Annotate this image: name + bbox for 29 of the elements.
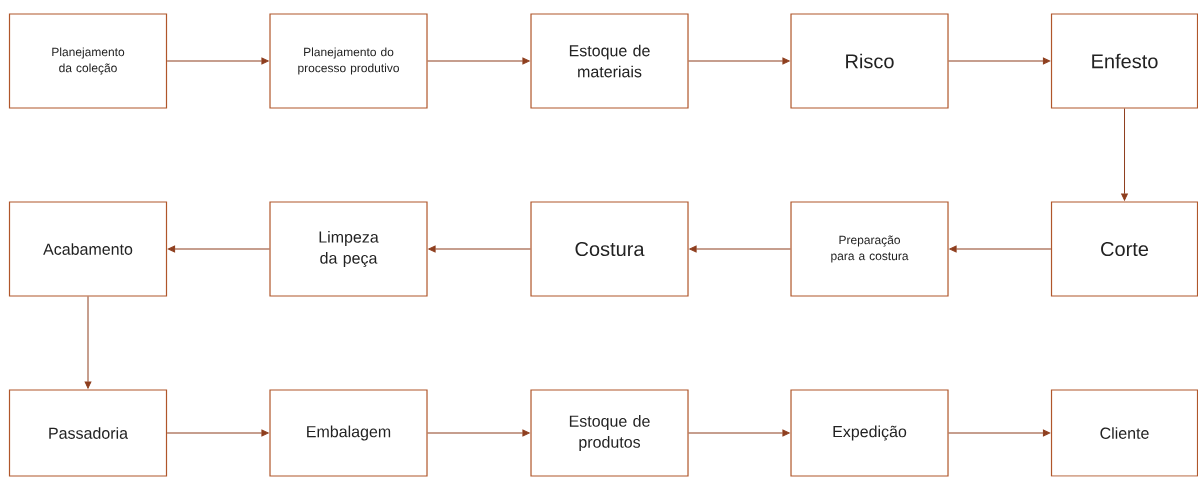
process-box: Expedição (790, 389, 949, 477)
arrow (688, 57, 790, 65)
arrow (948, 429, 1051, 437)
process-box: Cliente (1050, 389, 1198, 477)
arrow (1121, 108, 1128, 201)
process-box: Costura (530, 201, 689, 297)
process-box: Planejamento da coleção (8, 13, 168, 109)
arrow (689, 245, 791, 253)
process-box: Planejamento do processo produtivo (269, 13, 428, 109)
arrow (166, 429, 269, 437)
process-box: Estoque de materiais (530, 13, 689, 109)
process-box: Embalagem (269, 389, 428, 477)
process-box: Risco (790, 13, 949, 109)
arrow (948, 57, 1051, 65)
process-box: Acabamento (8, 201, 168, 297)
arrow (949, 245, 1052, 253)
arrow (427, 429, 530, 437)
process-box: Enfesto (1050, 13, 1198, 109)
process-box: Limpeza da peça (269, 201, 428, 297)
arrow (688, 429, 790, 437)
process-box: Corte (1050, 201, 1198, 297)
arrow (167, 245, 270, 253)
process-box: Preparação para a costura (790, 201, 949, 297)
arrow (427, 57, 530, 65)
arrow (166, 57, 269, 65)
process-box: Passadoria (8, 389, 168, 477)
process-box: Estoque de produtos (530, 389, 689, 477)
arrow (428, 245, 531, 253)
arrow (84, 296, 92, 389)
